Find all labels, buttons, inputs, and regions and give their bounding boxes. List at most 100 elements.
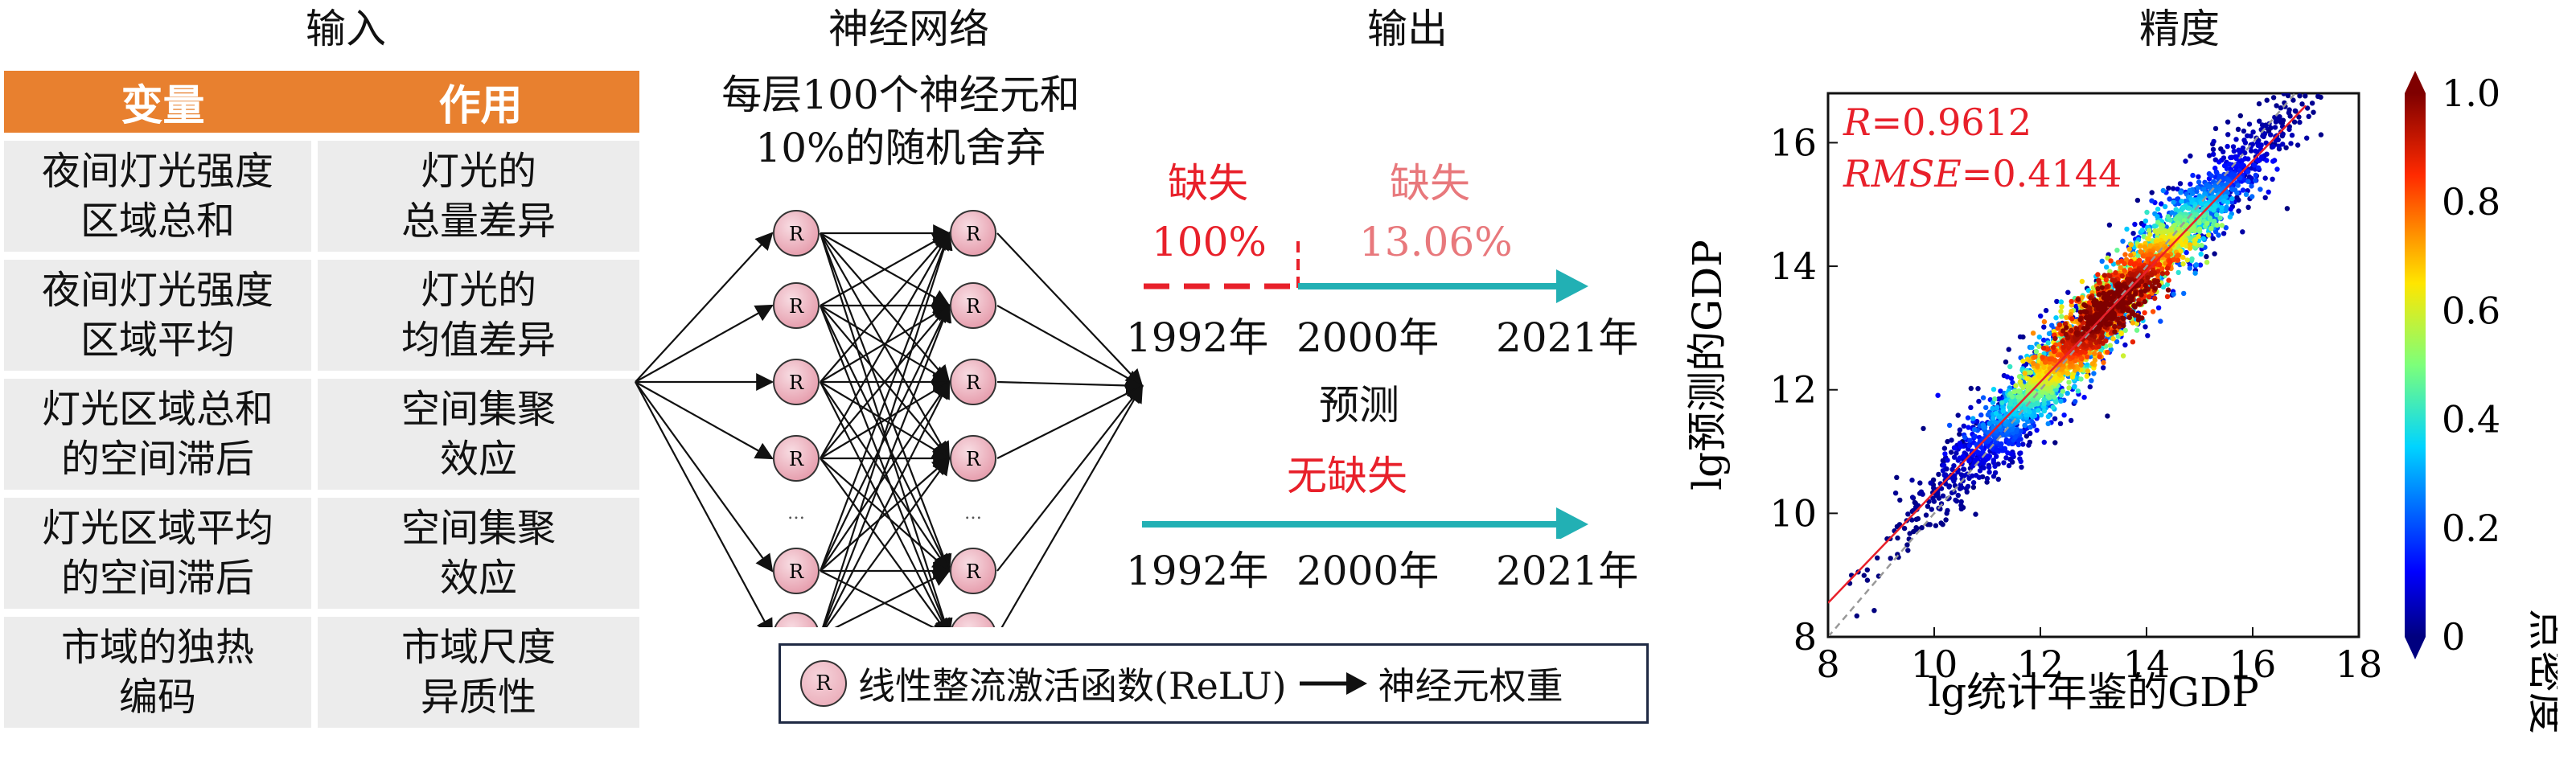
variable-cell: 夜间灯光强度区域平均: [4, 260, 311, 371]
scatter-point: [2278, 105, 2284, 111]
scatter-point: [2311, 109, 2316, 115]
scatter-point: [1938, 520, 1944, 526]
scatter-point: [1946, 422, 1953, 429]
scatter-point: [2315, 93, 2321, 99]
scatter-point: [2096, 277, 2101, 283]
scatter-point: [2288, 141, 2294, 146]
scatter-point: [1991, 458, 1996, 463]
relu-neuron: [773, 359, 820, 405]
scatter-point: [2081, 394, 2087, 400]
scatter-point: [2118, 258, 2125, 264]
scatter-point: [2181, 290, 2187, 297]
scatter-point: [2106, 313, 2112, 319]
scatter-point: [1974, 418, 1980, 425]
colorbar-tick-label: 1.0: [2442, 72, 2500, 115]
scatter-point: [1952, 445, 1958, 451]
scatter-point: [2239, 158, 2245, 164]
scatter-point: [2014, 426, 2020, 433]
scatter-point: [2158, 318, 2163, 324]
scatter-point: [2033, 349, 2040, 355]
rmse-symbol: RMSE: [1843, 152, 1962, 195]
scatter-point: [2144, 209, 2150, 216]
scatter-point: [2036, 343, 2042, 350]
scatter-point: [2054, 298, 2060, 305]
scatter-point: [2099, 330, 2106, 335]
x-axis-label: lg统计年鉴的GDP: [1928, 669, 2259, 716]
scatter-point: [1985, 453, 1991, 459]
scatter-point: [2114, 339, 2120, 345]
neuron-label: R: [789, 448, 804, 470]
scatter-point: [2053, 399, 2059, 405]
scatter-point: [2221, 231, 2227, 236]
scatter-point: [2217, 216, 2223, 221]
scatter-point: [2038, 313, 2044, 319]
scatter-point: [2164, 265, 2171, 271]
scatter-point: [2297, 93, 2303, 99]
scatter-point: [2306, 113, 2311, 119]
scatter-point: [2052, 394, 2057, 400]
scatter-point: [2045, 413, 2052, 420]
table-row: 市域的独热编码市域尺度异质性: [4, 617, 639, 728]
variable-cell: 灯光区域总和的空间滞后: [4, 379, 311, 490]
scatter-point: [2183, 158, 2188, 164]
scatter-point: [2147, 232, 2153, 237]
scatter-point: [2118, 330, 2124, 336]
scatter-point: [2155, 230, 2160, 236]
scatter-point: [1985, 412, 1991, 418]
scatter-point: [1986, 421, 1992, 426]
scatter-point: [2073, 330, 2079, 336]
scatter-point: [2162, 203, 2168, 210]
scatter-point: [2126, 246, 2132, 252]
output-connection: [1000, 384, 1144, 627]
scatter-point: [2299, 101, 2305, 107]
scatter-point: [2120, 308, 2126, 314]
scatter-point: [2036, 408, 2041, 413]
scatter-point: [2220, 176, 2226, 182]
scatter-point: [2164, 294, 2171, 300]
scatter-point: [2235, 126, 2241, 132]
scatter-point: [2196, 226, 2203, 232]
scatter-point: [2005, 450, 2011, 456]
cell-line: 灯光的: [420, 149, 536, 194]
scatter-point: [2121, 316, 2126, 322]
scatter-point: [2171, 199, 2176, 205]
scatter-point: [2006, 441, 2011, 446]
scatter-point: [2089, 378, 2094, 384]
relu-neuron: [951, 612, 996, 627]
scatter-point: [2105, 349, 2110, 355]
scatter-point: [2069, 417, 2074, 424]
scatter-point: [2130, 231, 2136, 236]
scatter-point: [2175, 186, 2180, 192]
scatter-point: [2069, 327, 2074, 334]
scatter-point: [2188, 242, 2193, 248]
scatter-point: [2195, 185, 2200, 191]
scatter-point: [2248, 148, 2254, 154]
relu-neuron: [773, 282, 820, 329]
scatter-point: [2084, 354, 2090, 359]
cell-line: 灯光区域平均: [41, 506, 273, 551]
scatter-point: [1864, 567, 1870, 573]
scatter-point: [1957, 431, 1962, 437]
colorbar-tick-label: 0: [2442, 615, 2465, 659]
scatter-point: [2085, 368, 2091, 374]
scatter-point: [2201, 213, 2207, 219]
scatter-point: [1935, 392, 1941, 398]
scatter-point: [1983, 404, 1989, 411]
network-description: 每层100个神经元和 10%的随机舍弃: [692, 68, 1110, 174]
cell-line: 效应: [439, 437, 517, 482]
scatter-point: [1901, 525, 1908, 532]
scatter-point: [2175, 196, 2180, 202]
scatter-point: [2175, 252, 2182, 258]
scatter-point: [1999, 400, 2005, 405]
cell-line: 的空间滞后: [60, 556, 254, 601]
scatter-point: [1946, 484, 1952, 490]
scatter-point: [2169, 210, 2175, 216]
scatter-point: [2237, 113, 2243, 119]
scatter-point: [1976, 398, 1982, 404]
scatter-point: [2210, 151, 2217, 157]
scatter-point: [1980, 422, 1986, 428]
scatter-point: [1892, 491, 1899, 496]
scatter-point: [2245, 204, 2251, 210]
scatter-point: [2270, 95, 2277, 101]
scatter-point: [2268, 132, 2274, 138]
